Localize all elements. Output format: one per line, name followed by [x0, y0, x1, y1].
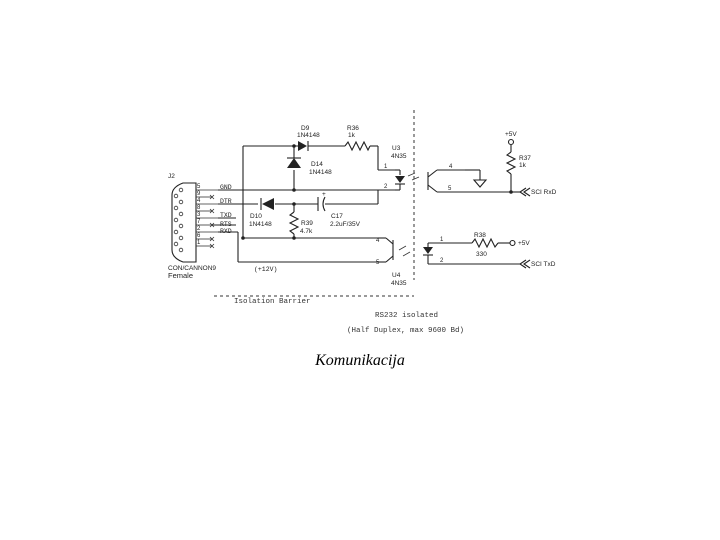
r39-value: 4.7k — [300, 228, 313, 235]
optocoupler-u3: U3 4N35 1 2 4 5 — [384, 145, 510, 193]
mcu-side-wiring: +5V R37 1k SCI RxD +5V R38 330 SCI TxD — [455, 131, 557, 269]
isolated-side-wiring — [212, 144, 395, 263]
signal-dtr: DTR — [220, 198, 232, 205]
r37-ref: R37 — [519, 155, 531, 162]
diode-d10: D10 1N4148 — [249, 198, 274, 228]
r38-ref: R38 — [474, 232, 486, 239]
connector-type: CON/CANNON9 — [168, 265, 216, 272]
note-half-duplex: (Half Duplex, max 9600 Bd) — [347, 327, 464, 335]
u4-pin: 2 — [440, 258, 444, 264]
connector-gender: Female — [168, 271, 193, 280]
pin-number: 4 — [197, 198, 201, 204]
signal-gnd: GND — [220, 184, 232, 191]
net-12v: (+12V) — [254, 266, 277, 273]
note-rs232: RS232 isolated — [375, 312, 438, 320]
net-5v-right: +5V — [518, 240, 530, 247]
d10-ref: D10 — [250, 213, 262, 220]
c17-ref: C17 — [331, 213, 343, 220]
resistor-r39: R39 4.7k — [288, 211, 313, 235]
no-connect-marks — [209, 194, 215, 249]
pin-number: 2 — [197, 226, 201, 232]
pin-number: 1 — [197, 240, 201, 246]
u3-ref: U3 — [392, 145, 401, 152]
pin-number: 3 — [197, 212, 201, 218]
connector-body — [171, 182, 197, 263]
d10-value: 1N4148 — [249, 221, 272, 228]
u3-pin: 1 — [384, 164, 388, 170]
u3-pin: 4 — [449, 164, 453, 170]
diode-d9: D9 1N4148 — [297, 125, 320, 151]
optocoupler-u4: 4 5 1 2 U4 4N35 — [376, 237, 520, 287]
isolation-barrier-label: Isolation Barrier — [234, 298, 311, 306]
c17-value: 2.2uF/35V — [330, 221, 361, 228]
d14-value: 1N4148 — [309, 169, 332, 176]
diode-d14: D14 1N4148 — [287, 157, 332, 176]
r36-ref: R36 — [347, 125, 359, 132]
resistor-r36: R36 1k — [344, 125, 371, 152]
pin-number: 7 — [197, 219, 201, 225]
net-sci-rxd: SCI RxD — [531, 189, 557, 196]
u4-pin: 5 — [376, 260, 380, 266]
u4-ref: U4 — [392, 272, 401, 279]
u4-pin: 4 — [376, 238, 380, 244]
connector-j2: J2 5 9 4 8 3 7 2 6 1 — [168, 173, 218, 280]
net-sci-txd: SCI TxD — [531, 261, 556, 268]
net-5v-top: +5V — [505, 131, 517, 138]
d9-value: 1N4148 — [297, 132, 320, 139]
connector-pin-holes — [173, 187, 184, 253]
u3-pin: 2 — [384, 184, 388, 190]
u3-value: 4N35 — [391, 153, 407, 160]
r38-value: 330 — [476, 251, 487, 258]
connector-pin-stubs — [196, 189, 218, 247]
figure-caption: Komunikacija — [315, 352, 405, 369]
connector-ref: J2 — [168, 173, 175, 180]
r37-value: 1k — [519, 162, 527, 169]
signal-labels: GND DTR TXD RTS RXD — [220, 184, 232, 235]
pin-number: 8 — [197, 205, 201, 211]
r36-value: 1k — [348, 132, 356, 139]
c17-polarity: + — [322, 191, 326, 198]
r39-ref: R39 — [301, 220, 313, 227]
pin-number: 9 — [197, 191, 201, 197]
u4-value: 4N35 — [391, 280, 407, 287]
u3-pin: 5 — [448, 186, 452, 192]
d14-ref: D14 — [311, 161, 323, 168]
capacitor-c17: + C17 2.2uF/35V — [317, 191, 361, 228]
signal-txd: TXD — [220, 212, 232, 219]
d9-ref: D9 — [301, 125, 310, 132]
pin-number: 5 — [197, 184, 201, 190]
u4-pin: 1 — [440, 237, 444, 243]
pin-number: 6 — [197, 233, 201, 239]
